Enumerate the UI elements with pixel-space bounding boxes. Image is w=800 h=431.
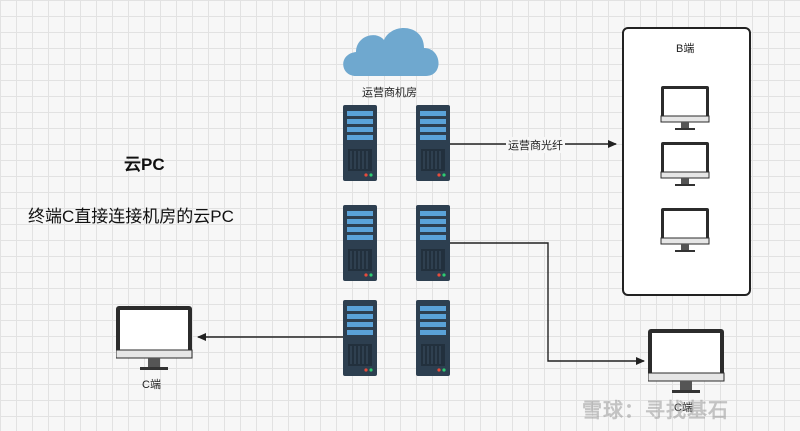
c-right-connector — [450, 242, 645, 365]
server-icon — [415, 104, 451, 182]
fiber-label: 运营商光纤 — [506, 137, 565, 153]
monitor-icon — [648, 329, 725, 393]
c-right-label: C端 — [674, 402, 693, 414]
cloud-icon — [343, 28, 439, 77]
monitor-icon — [660, 208, 710, 253]
server-icon — [342, 204, 378, 282]
cloud-label: 运营商机房 — [362, 87, 417, 99]
monitor-icon — [116, 306, 193, 370]
page-title: 云PC — [124, 155, 165, 174]
watermark-text: 雪球：寻找基石 — [582, 400, 729, 422]
watermark: 雪球：寻找基石 — [582, 394, 729, 423]
page-description: 终端C直接连接机房的云PC — [28, 207, 234, 226]
c-left-label: C端 — [142, 379, 161, 391]
server-icon — [415, 299, 451, 377]
monitor-icon — [660, 86, 710, 131]
server-icon — [415, 204, 451, 282]
b-group-label: B端 — [676, 43, 695, 55]
monitor-icon — [660, 142, 710, 187]
server-icon — [342, 299, 378, 377]
server-icon — [342, 104, 378, 182]
